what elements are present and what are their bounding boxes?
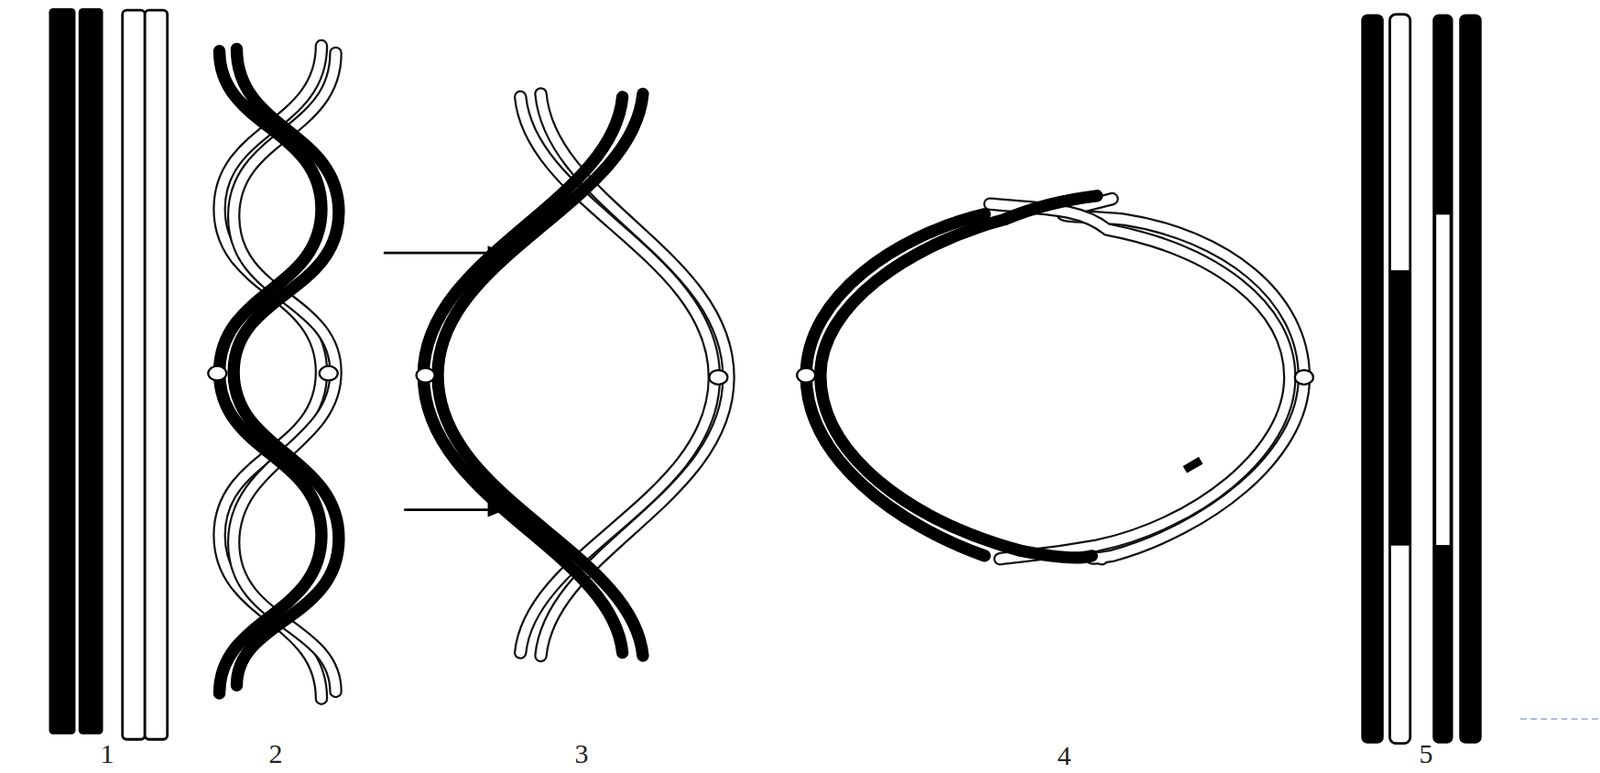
panel-number: 2 — [269, 740, 283, 768]
panel-number: 3 — [575, 740, 589, 768]
panel-number: 1 — [100, 740, 115, 768]
panel-number: 4 — [1057, 741, 1072, 770]
panel-5-recombinant-chromatids — [1360, 14, 1600, 744]
panel-2-twisted-pair — [207, 45, 339, 699]
panel-4-diakinesis-ring — [796, 195, 1314, 559]
panel-1-chromosomes — [48, 8, 167, 740]
panel-number: 5 — [1419, 740, 1434, 768]
panel-3-chiasmata — [383, 93, 730, 656]
